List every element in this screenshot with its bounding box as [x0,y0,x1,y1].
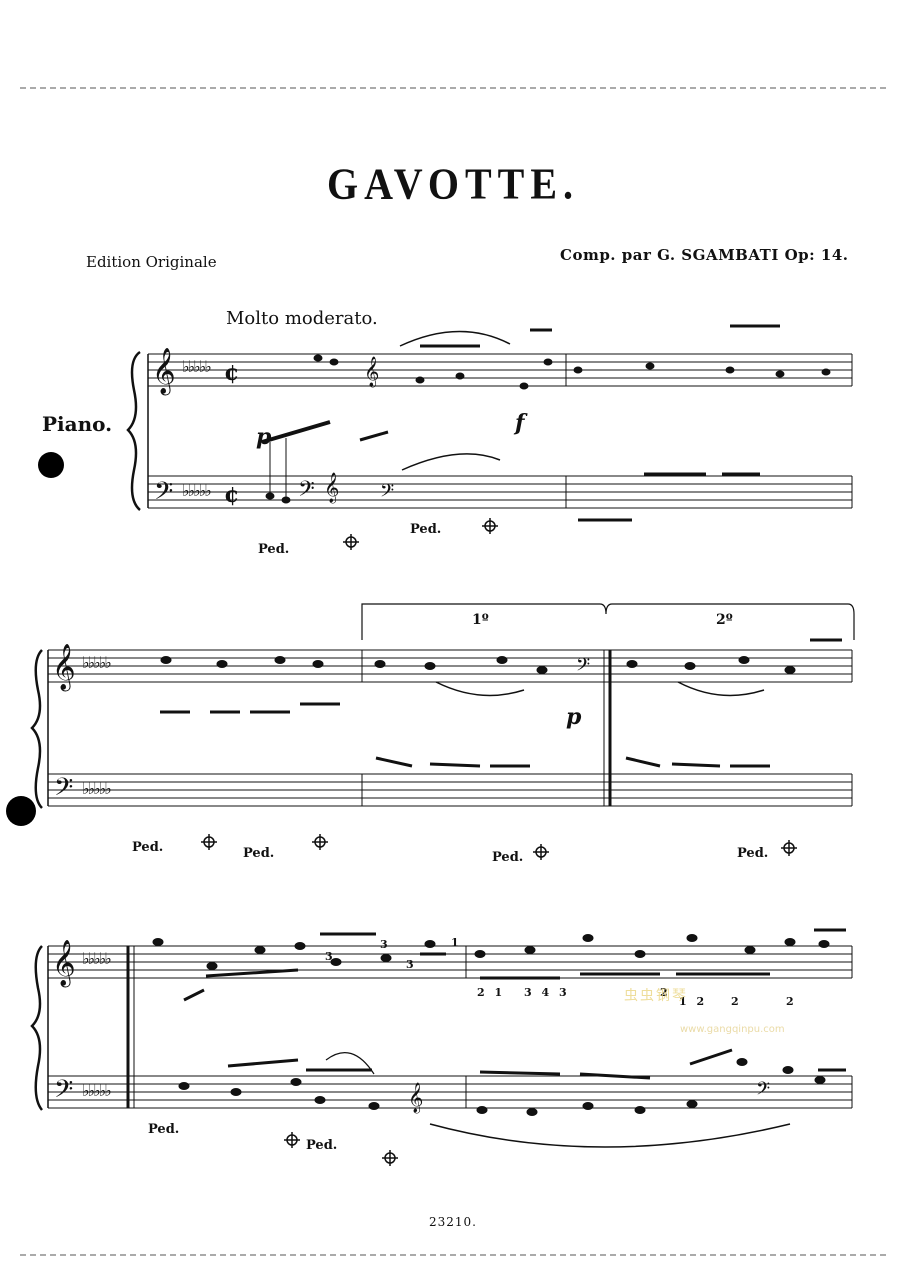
key-signature-flats-icon: ♭♭♭♭♭ [82,1081,111,1100]
binding-hole-top [38,452,64,478]
brace-system-3 [30,945,44,1111]
fingering-group: 1 2 [679,995,705,1008]
tuplet-number: 3 [325,950,333,963]
pedal-mark: Ped. [492,850,524,865]
bass-clef-icon: 𝄢 [380,481,394,506]
edition-label: Edition Originale [86,253,217,271]
fingering-number: 1 [451,936,459,949]
key-signature-flats-icon: ♭♭♭♭♭ [82,779,111,798]
bass-staff [148,475,852,509]
dynamic-piano-1: p [256,424,272,450]
notes-system-2 [160,638,842,768]
treble-clef-icon: 𝄞 [324,472,339,504]
cut-time-icon: ¢ [224,482,239,508]
tempo-marking: Molto moderato. [226,308,378,329]
page-title: GAVOTTE. [326,158,580,209]
dynamic-piano-2: p [566,704,582,730]
notes-system-3 [152,928,846,1148]
pedal-mark: Ped. [410,522,442,537]
treble-clef-icon: 𝄞 [364,356,379,388]
fingering-number: 2 [786,995,794,1008]
treble-clef-icon: 𝄞 [52,644,76,692]
fingering-number: 3 [380,938,388,951]
cut-time-icon: ¢ [224,360,239,386]
brace-system-1 [126,350,141,511]
brace-system-2 [30,649,43,809]
key-signature-flats-icon: ♭♭♭♭♭ [82,949,111,968]
pedal-mark: Ped. [258,542,290,557]
bass-clef-icon: 𝄢 [54,1075,73,1110]
system-1 [147,353,853,509]
treble-staff [148,353,852,387]
bass-clef-icon: 𝄢 [154,477,173,512]
instrument-label: Piano. [42,412,113,436]
first-ending-label: 1º [472,612,489,628]
key-signature-flats-icon: ♭♭♭♭♭ [182,357,211,376]
composer-credit: Comp. par G. SGAMBATI Op: 14. [560,246,849,264]
pedal-mark: Ped. [243,846,275,861]
bass-clef-icon: 𝄢 [576,655,590,680]
watermark-logo: 虫虫钢琴 [624,988,688,1004]
treble-clef-icon: 𝄞 [408,1082,423,1114]
key-signature-flats-icon: ♭♭♭♭♭ [182,481,211,500]
tuplet-number: 3 [406,958,414,971]
pedal-mark: Ped. [148,1122,180,1137]
watermark-url: www.gangqinpu.com [680,1024,785,1035]
bass-clef-icon: 𝄢 [298,477,315,507]
bass-staff [48,773,852,807]
plate-number: 23210. [429,1215,477,1229]
system-3 [47,945,853,1109]
fingering-number: 2 [731,995,739,1008]
second-ending-label: 2º [716,612,733,628]
fingering-group: 3 4 3 [524,986,567,999]
key-signature-flats-icon: ♭♭♭♭♭ [82,653,111,672]
bass-clef-icon: 𝄢 [54,773,73,808]
notes-system-1 [261,324,831,522]
treble-staff [48,649,852,683]
binding-hole-middle [6,796,36,826]
dynamic-forte-1: f [515,410,525,436]
fingering-group: 2 1 [477,986,503,999]
system-2 [47,603,855,807]
pedal-mark: Ped. [306,1138,338,1153]
bass-staff [48,1075,852,1109]
treble-clef-icon: 𝄞 [52,940,76,988]
pedal-mark: Ped. [737,846,769,861]
bass-clef-icon: 𝄢 [756,1079,770,1104]
pedal-release-icon [201,518,797,1166]
fingering-number: 2 [660,986,668,999]
pedal-mark: Ped. [132,840,164,855]
treble-staff [48,945,852,979]
page-border-lines [20,87,890,1256]
treble-clef-icon: 𝄞 [152,348,176,396]
